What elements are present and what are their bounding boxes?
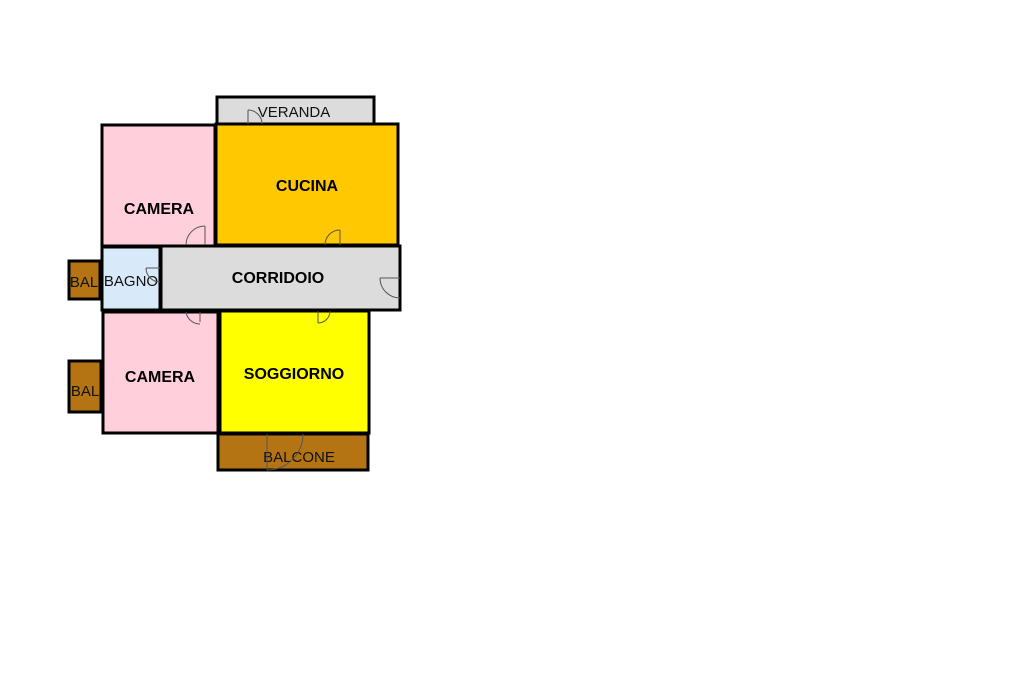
camera-top-room [100, 123, 217, 248]
door-camera-top [185, 225, 206, 246]
door-corridoio-right [379, 277, 401, 299]
camera-bottom-label: CAMERA [125, 369, 196, 386]
door-cucina [324, 229, 341, 246]
bal-top-label: BAL [70, 274, 98, 291]
balcone-area [216, 432, 370, 472]
door-camera-bottom [185, 311, 201, 325]
cucina-label: CUCINA [276, 178, 339, 195]
camera-bottom-room [101, 310, 220, 435]
bagno-label: BAGNO [104, 273, 158, 290]
door-bagno [145, 267, 161, 283]
camera-top-label: CAMERA [124, 201, 195, 218]
corridoio-label: CORRIDOIO [232, 270, 324, 287]
cucina-room [214, 122, 400, 247]
soggiorno-label: SOGGIORNO [244, 366, 344, 383]
door-soggiorno [317, 310, 331, 324]
door-veranda [247, 109, 263, 125]
door-balcone [266, 433, 304, 471]
balcone-label: BALCONE [263, 449, 335, 466]
bal-bottom-label: BAL [71, 383, 99, 400]
bal-bottom-balcony [67, 359, 103, 414]
soggiorno-room [218, 309, 371, 435]
veranda-label: VERANDA [258, 104, 331, 121]
bal-top-balcony [67, 259, 102, 301]
